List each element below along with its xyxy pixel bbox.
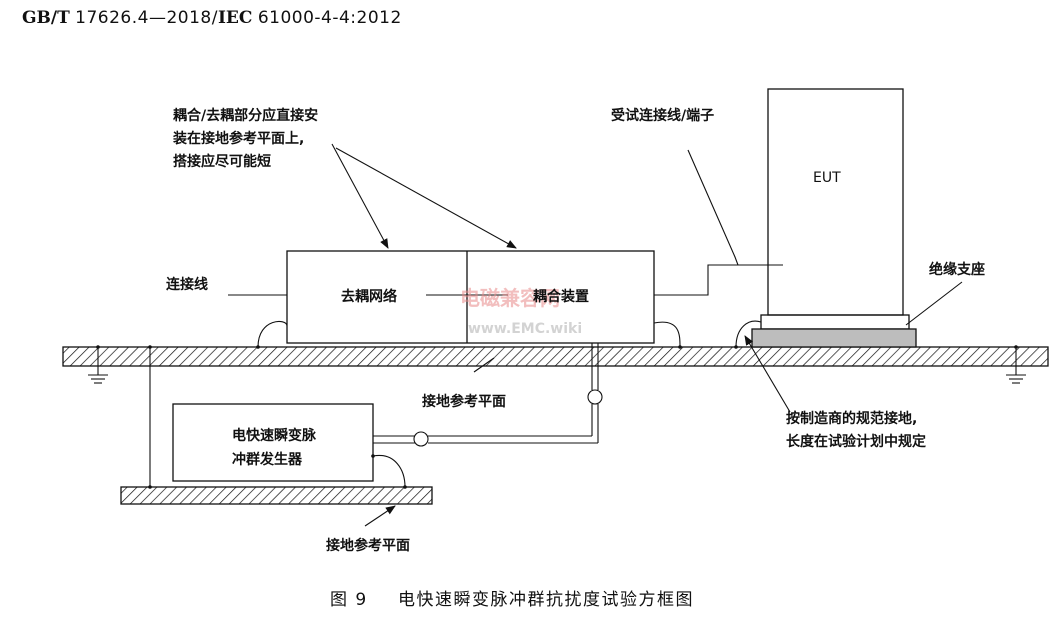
cdn-ground-strap-right (653, 321, 681, 348)
generator-label-line-2: 冲群发生器 (232, 451, 303, 468)
eut-box (767, 88, 904, 316)
insulating-support-base (751, 328, 917, 348)
ground-plane-bottom-label: 接地参考平面 (326, 537, 410, 554)
ground-symbol-left (88, 345, 108, 384)
eut-cable (654, 264, 783, 296)
generator-output-cable (373, 343, 603, 447)
figure-number: 图 9 (330, 590, 368, 610)
connection-line-label: 连接线 (166, 276, 208, 293)
cable-under-test-label: 受试连接线/端子 (611, 107, 714, 124)
standard-header: GB/T 17626.4—2018/IEC 61000-4-4:2012 (22, 8, 402, 28)
coupling-note-line-3: 搭接应尽可能短 (173, 153, 271, 170)
iec-code: IEC (217, 8, 253, 28)
cable-callout-line (687, 149, 739, 266)
manufacturer-ground-line-2: 长度在试验计划中规定 (786, 433, 926, 450)
insulating-support-label: 绝缘支座 (929, 261, 985, 278)
insulating-support-top (760, 314, 910, 330)
cdn-box (286, 250, 655, 344)
note-arrow-coupling (335, 147, 517, 249)
coupling-note-line-1: 耦合/去耦部分应直接安 (173, 107, 318, 124)
support-callout-line (905, 281, 963, 326)
manufacturer-ground-line-1: 按制造商的规范接地, (786, 410, 917, 427)
plane-interconnect (148, 345, 152, 489)
coupling-note-line-2: 装在接地参考平面上, (172, 130, 304, 147)
generator-ground-strap (372, 454, 406, 488)
plane-callout-line (473, 357, 495, 373)
decoupling-network-label: 去耦网络 (341, 288, 397, 305)
coupling-device-label: 耦合装置 (533, 288, 589, 305)
watermark-url: www.EMC.wiki (468, 321, 582, 337)
ground-plane-top (62, 346, 1049, 367)
iec-number: 61000-4-4:2012 (257, 8, 402, 28)
figure-title: 电快速瞬变脉冲群抗扰度试验方框图 (398, 590, 694, 610)
standard-code: GB/T (22, 8, 70, 28)
ground-symbol-right (1006, 345, 1026, 384)
ground-plane-bottom (120, 486, 433, 505)
cdn-ground-strap-left (257, 320, 288, 348)
eut-label: EUT (813, 170, 841, 186)
eut-ground-strap (735, 320, 762, 348)
ground-note-arrow (744, 335, 791, 413)
ground-plane-top-label: 接地参考平面 (422, 393, 506, 410)
watermark-cn: 电磁兼容网 (460, 286, 560, 310)
bottom-plane-arrow (364, 505, 396, 527)
generator-label-line-1: 电快速瞬变脉 (232, 427, 317, 444)
note-arrow-decoupling (331, 143, 389, 249)
standard-number: 17626.4—2018/ (75, 8, 218, 28)
